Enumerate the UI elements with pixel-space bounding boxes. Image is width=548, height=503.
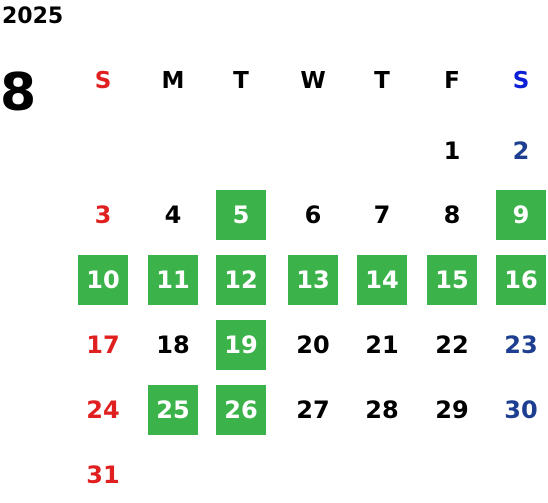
day-cell-17[interactable]: 17 <box>86 331 120 359</box>
day-cell-5[interactable]: 5 <box>216 190 266 240</box>
day-cell-11[interactable]: 11 <box>148 255 198 305</box>
day-cell-19[interactable]: 19 <box>216 320 266 370</box>
day-cell-2[interactable]: 2 <box>512 137 530 165</box>
day-cell-16[interactable]: 16 <box>496 255 546 305</box>
weekday-header-mon: M <box>161 68 185 94</box>
day-cell-18[interactable]: 18 <box>156 331 190 359</box>
day-cell-15[interactable]: 15 <box>427 255 477 305</box>
day-cell-27[interactable]: 27 <box>296 396 330 424</box>
weekday-header-sat: S <box>512 68 530 94</box>
calendar-month: 8 <box>0 63 37 123</box>
day-cell-6[interactable]: 6 <box>304 201 322 229</box>
weekday-header-sun: S <box>94 68 112 94</box>
day-cell-13[interactable]: 13 <box>288 255 338 305</box>
day-cell-24[interactable]: 24 <box>86 396 120 424</box>
weekday-header-thu: T <box>374 68 390 94</box>
day-cell-26[interactable]: 26 <box>216 385 266 435</box>
weekday-header-wed: W <box>300 68 326 94</box>
day-cell-31[interactable]: 31 <box>86 461 120 489</box>
day-cell-3[interactable]: 3 <box>94 201 112 229</box>
day-cell-22[interactable]: 22 <box>435 331 469 359</box>
day-cell-7[interactable]: 7 <box>373 201 391 229</box>
calendar-year: 2025 <box>2 4 64 29</box>
day-cell-25[interactable]: 25 <box>148 385 198 435</box>
day-cell-14[interactable]: 14 <box>357 255 407 305</box>
day-cell-9[interactable]: 9 <box>496 190 546 240</box>
day-cell-29[interactable]: 29 <box>435 396 469 424</box>
day-cell-20[interactable]: 20 <box>296 331 330 359</box>
weekday-header-fri: F <box>444 68 460 94</box>
day-cell-28[interactable]: 28 <box>365 396 399 424</box>
day-cell-10[interactable]: 10 <box>78 255 128 305</box>
day-cell-8[interactable]: 8 <box>443 201 461 229</box>
day-cell-23[interactable]: 23 <box>504 331 538 359</box>
weekday-header-tue: T <box>233 68 249 94</box>
day-cell-30[interactable]: 30 <box>504 396 538 424</box>
day-cell-21[interactable]: 21 <box>365 331 399 359</box>
day-cell-4[interactable]: 4 <box>164 201 182 229</box>
day-cell-1[interactable]: 1 <box>443 137 461 165</box>
day-cell-12[interactable]: 12 <box>216 255 266 305</box>
